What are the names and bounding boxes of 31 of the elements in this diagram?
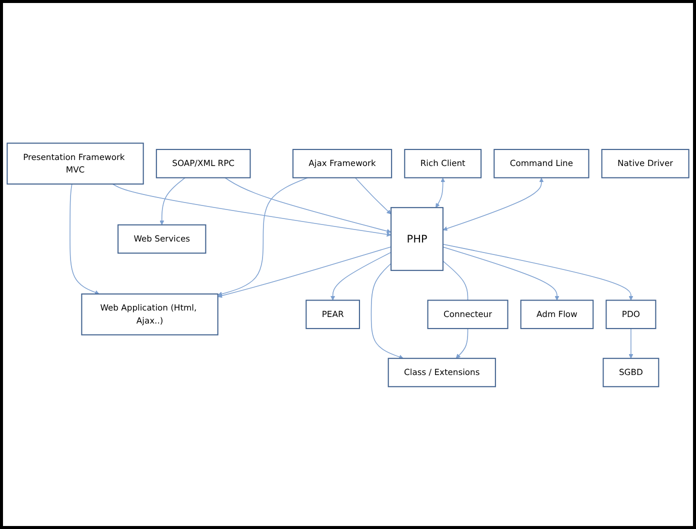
arrow xyxy=(218,246,392,298)
node-box: Web Services xyxy=(118,224,206,254)
connector xyxy=(442,260,468,300)
arrow xyxy=(112,183,392,236)
arrow xyxy=(628,328,634,358)
node-box: Class / Extensions xyxy=(388,357,496,387)
arrow xyxy=(70,183,100,294)
node-box: SOAP/XML RPC xyxy=(156,148,251,178)
node-box: Native Driver xyxy=(601,148,690,178)
node-box: PDO xyxy=(606,299,656,329)
node-box: Command Line xyxy=(494,148,590,178)
arrow xyxy=(354,176,392,214)
arrow xyxy=(436,177,446,208)
arrow xyxy=(160,176,186,225)
arrow xyxy=(224,176,392,233)
arrow xyxy=(330,252,392,300)
arrow xyxy=(218,176,308,296)
node-box: Connecteur xyxy=(427,299,508,329)
arrow xyxy=(370,262,404,359)
arrow xyxy=(456,328,468,358)
node-box: Ajax Framework xyxy=(292,148,392,178)
node-box: PHP xyxy=(390,206,444,271)
arrow xyxy=(442,243,634,300)
arrow xyxy=(442,246,560,300)
node-box: SGBD xyxy=(602,357,660,387)
node-box: Adm Flow xyxy=(520,299,594,329)
node-box: Presentation Framework MVC xyxy=(6,142,144,184)
arrow xyxy=(442,177,544,230)
node-box: Rich Client xyxy=(404,148,482,178)
node-box: PEAR xyxy=(306,299,360,329)
node-box: Web Application (Html, Ajax..) xyxy=(81,293,218,335)
